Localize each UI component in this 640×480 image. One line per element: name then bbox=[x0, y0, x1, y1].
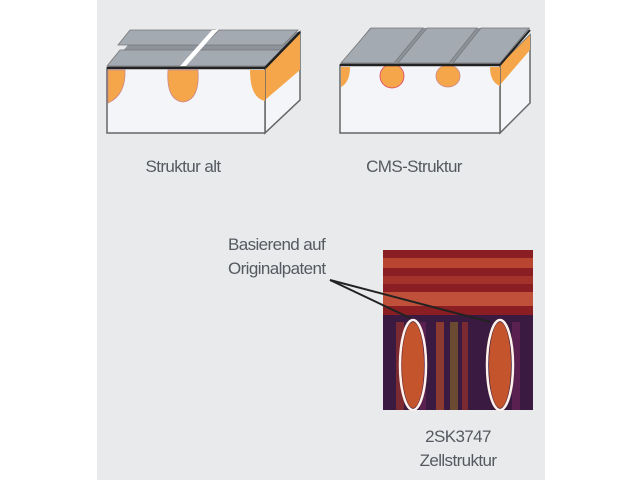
cell-title-line-2: Zellstruktur bbox=[420, 451, 498, 470]
old-structure-block bbox=[106, 29, 301, 135]
highlight-ellipse-left bbox=[398, 318, 428, 412]
cell-structure-image bbox=[383, 250, 533, 412]
annotation-line-1: Basierend auf bbox=[228, 235, 326, 254]
highlight-ellipse-right bbox=[485, 318, 515, 412]
cms-structure-block bbox=[339, 27, 531, 135]
label-old-structure: Struktur alt bbox=[146, 157, 222, 176]
cell-title-line-1: 2SK3747 bbox=[425, 427, 491, 446]
annotation-arrows bbox=[329, 279, 491, 323]
annotation-line-2: Originalpatent bbox=[228, 259, 326, 278]
label-cms-structure: CMS-Struktur bbox=[366, 157, 463, 176]
